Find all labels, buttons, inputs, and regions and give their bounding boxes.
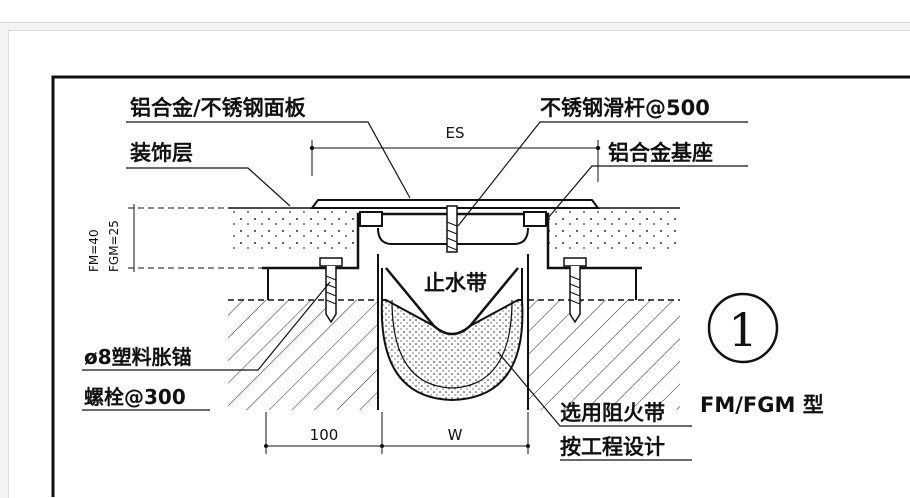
fire-stop [380,299,524,402]
dim-w: W [448,426,463,444]
image-viewer [8,30,910,498]
dim-fm: FM=40 [87,229,101,272]
label-anchor-1: ø8塑料胀锚 [84,345,192,369]
label-base: 铝合金基座 [608,141,713,165]
label-waterstop: 止水带 [424,271,487,295]
drawing-frame [51,75,910,497]
label-fire-1: 选用阻火带 [560,401,665,425]
label-fire-2: 按工程设计 [560,435,665,459]
dim-100: 100 [310,426,339,444]
detail-number: 1 [728,303,757,357]
dim-fgm: FGM=25 [107,220,121,272]
slab-right [528,300,680,410]
label-anchor-2: 螺栓@300 [84,385,186,409]
screed-left [228,208,356,254]
detail-number-circle [707,292,779,364]
label-panel: 铝合金/不锈钢面板 [130,96,307,120]
slab-left [228,300,378,410]
top-bar [0,0,910,23]
cover-panel [310,199,600,209]
sliding-rod [446,205,458,253]
label-rod: 不锈钢滑杆@500 [540,96,710,120]
anchor-bolt-left [319,257,343,324]
anchor-bolt-right [563,257,587,324]
label-finish: 装饰层 [130,141,193,165]
dim-es: ES [446,124,465,142]
screed-right [548,208,680,254]
model-label: FM/FGM 型 [700,393,824,417]
